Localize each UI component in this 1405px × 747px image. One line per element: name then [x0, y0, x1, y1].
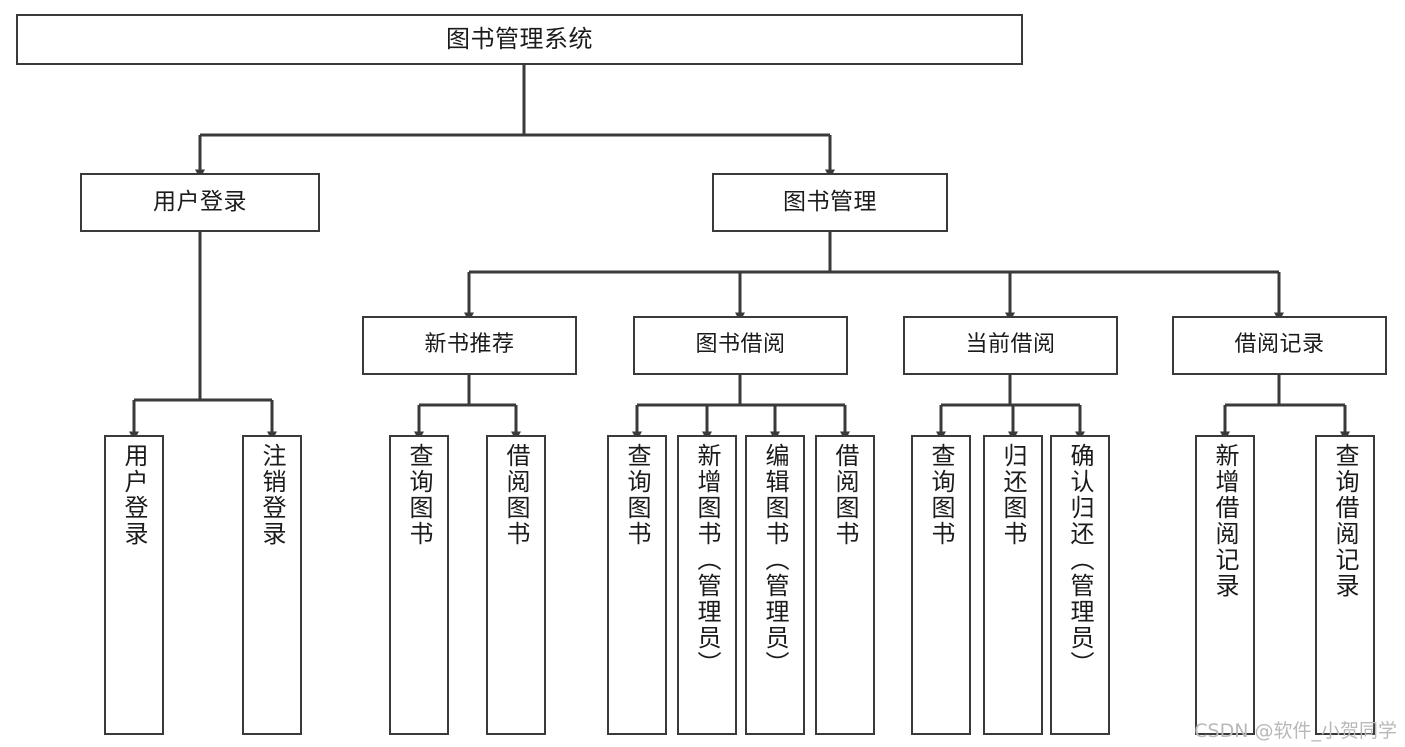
- node-root[interactable]: 图书管理系统: [16, 14, 1023, 65]
- node-label-new-book-rec: 新书推荐: [424, 332, 515, 358]
- node-leaf-user-login[interactable]: 用户登录: [104, 435, 164, 735]
- node-label-leaf-logout: 注销登录: [258, 443, 286, 547]
- node-label-leaf-query-book-2: 查询图书: [623, 443, 651, 547]
- node-label-leaf-add-record: 新增借阅记录: [1211, 443, 1239, 599]
- node-label-borrow-record: 借阅记录: [1234, 332, 1325, 358]
- node-label-leaf-add-book: 新增图书（管理员）: [693, 443, 721, 677]
- node-label-leaf-return-book: 归还图书: [999, 443, 1027, 547]
- node-current-borrow[interactable]: 当前借阅: [903, 316, 1118, 375]
- node-label-book-manage: 图书管理: [783, 188, 877, 215]
- connector-group: [129, 65, 1350, 441]
- node-new-book-rec[interactable]: 新书推荐: [362, 316, 577, 375]
- node-label-current-borrow: 当前借阅: [965, 332, 1056, 358]
- node-label-user-login: 用户登录: [153, 188, 247, 215]
- node-label-leaf-user-login: 用户登录: [120, 443, 148, 547]
- node-label-leaf-borrow-book-1: 借阅图书: [502, 443, 530, 547]
- node-label-leaf-query-book-1: 查询图书: [405, 443, 433, 547]
- node-book-borrow[interactable]: 图书借阅: [633, 316, 848, 375]
- node-leaf-query-book-3[interactable]: 查询图书: [911, 435, 971, 735]
- node-label-leaf-confirm-return: 确认归还（管理员）: [1066, 443, 1094, 677]
- node-leaf-add-record[interactable]: 新增借阅记录: [1195, 435, 1255, 735]
- node-leaf-confirm-return[interactable]: 确认归还（管理员）: [1050, 435, 1110, 735]
- node-leaf-borrow-book-2[interactable]: 借阅图书: [815, 435, 875, 735]
- node-leaf-query-book-2[interactable]: 查询图书: [607, 435, 667, 735]
- node-user-login[interactable]: 用户登录: [80, 173, 320, 232]
- node-leaf-return-book[interactable]: 归还图书: [983, 435, 1043, 735]
- node-leaf-query-record[interactable]: 查询借阅记录: [1315, 435, 1375, 735]
- node-label-leaf-edit-book: 编辑图书（管理员）: [761, 443, 789, 677]
- node-label-leaf-borrow-book-2: 借阅图书: [831, 443, 859, 547]
- node-leaf-add-book[interactable]: 新增图书（管理员）: [677, 435, 737, 735]
- node-leaf-query-book-1[interactable]: 查询图书: [389, 435, 449, 735]
- node-book-manage[interactable]: 图书管理: [712, 173, 948, 232]
- node-label-root: 图书管理系统: [446, 25, 593, 54]
- node-leaf-borrow-book-1[interactable]: 借阅图书: [486, 435, 546, 735]
- node-label-leaf-query-book-3: 查询图书: [927, 443, 955, 547]
- node-leaf-edit-book[interactable]: 编辑图书（管理员）: [745, 435, 805, 735]
- node-borrow-record[interactable]: 借阅记录: [1172, 316, 1387, 375]
- node-label-book-borrow: 图书借阅: [695, 332, 786, 358]
- node-leaf-logout[interactable]: 注销登录: [242, 435, 302, 735]
- node-label-leaf-query-record: 查询借阅记录: [1331, 443, 1359, 599]
